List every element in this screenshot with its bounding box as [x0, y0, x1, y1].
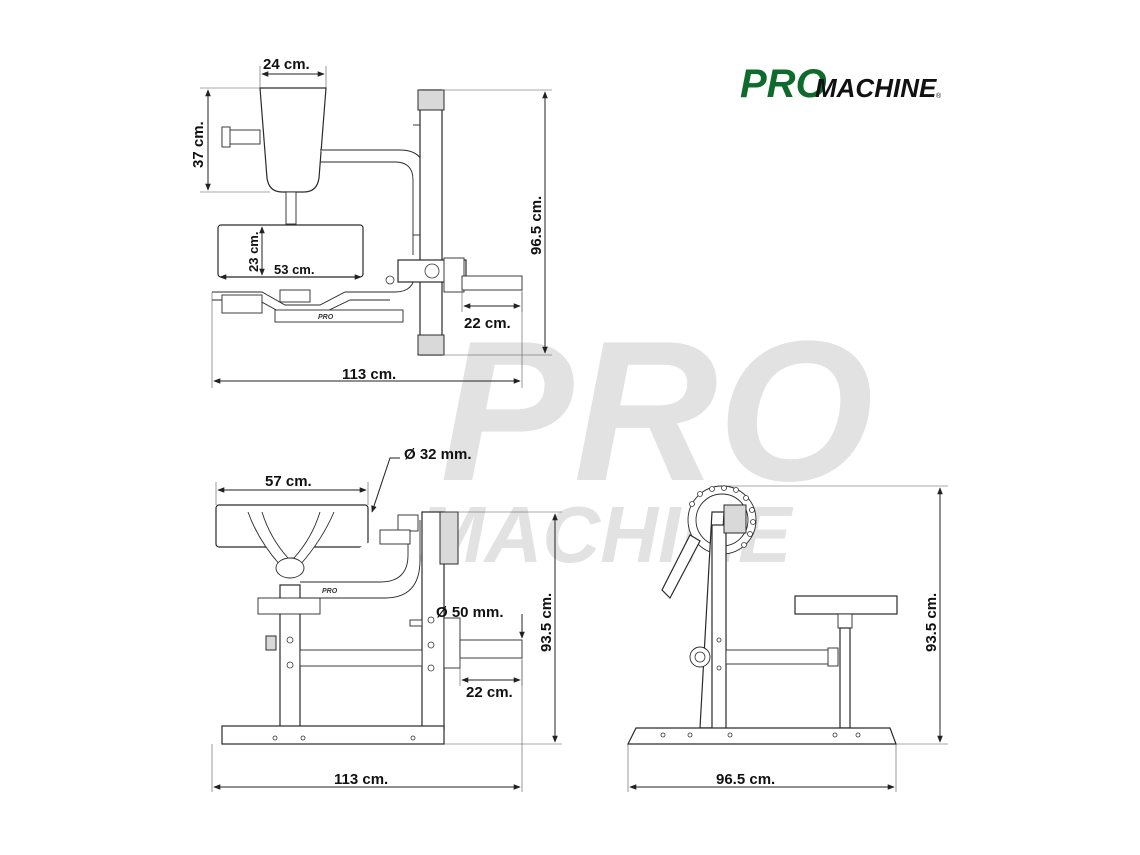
front-knob	[265, 635, 277, 651]
side-seat-collar	[837, 613, 853, 629]
label-top-seat-height: 23 cm.	[246, 232, 261, 272]
front-view: PRO	[215, 504, 523, 745]
top-hub-pin	[424, 263, 440, 279]
side-crossbar-cap	[827, 647, 839, 667]
side-arm-pad	[661, 534, 701, 600]
side-crossbar	[725, 649, 839, 665]
label-top-pad-width: 24 cm.	[263, 56, 310, 73]
label-top-seat-width: 53 cm.	[274, 262, 314, 277]
side-upright	[711, 524, 727, 731]
front-v-joint	[275, 557, 305, 579]
label-tube-diameter: Ø 32 mm.	[404, 446, 472, 463]
label-front-total-width: 113 cm.	[334, 771, 388, 788]
front-bolt	[409, 619, 423, 627]
side-view	[627, 485, 898, 745]
front-upright-plate	[439, 511, 459, 565]
top-curved-tube	[320, 149, 426, 255]
top-peg	[461, 275, 523, 291]
label-front-pad-width: 57 cm.	[265, 473, 312, 490]
front-peg-collar	[443, 617, 461, 669]
logo-pro-text: PRO	[740, 62, 827, 106]
top-upright-top-cap	[417, 89, 445, 111]
label-front-peg-length: 22 cm.	[466, 684, 513, 701]
label-top-handle-length: 22 cm.	[464, 315, 511, 332]
label-front-height: 93.5 cm.	[538, 593, 555, 652]
front-hub-bracket	[379, 529, 411, 545]
top-center-bracket	[279, 289, 311, 303]
side-upright-plate	[723, 504, 747, 534]
front-mini-logo: PRO	[322, 588, 338, 595]
top-right-upright	[419, 89, 443, 356]
front-view-dimensions: 57 cm. Ø 32 mm. Ø 50 mm. 22 cm. 93.5 cm.…	[211, 446, 562, 792]
side-view-dimensions: 93.5 cm. 96.5 cm.	[627, 485, 948, 792]
top-view: PRO	[212, 87, 523, 356]
front-crossbar	[299, 649, 423, 667]
top-pad-post	[285, 191, 297, 225]
label-top-total-height: 96.5 cm.	[528, 196, 545, 255]
watermark: PRO MACHINE	[418, 300, 873, 579]
side-base	[627, 727, 897, 745]
top-upright-bottom-cap	[417, 334, 445, 356]
top-mini-logo: PRO	[318, 314, 334, 321]
label-side-depth: 96.5 cm.	[716, 771, 775, 788]
front-peg	[459, 639, 523, 659]
side-seat-post	[839, 627, 851, 729]
front-hub-block	[397, 514, 419, 532]
front-collar	[257, 597, 321, 615]
logo-registered-mark: ®	[936, 92, 942, 100]
top-left-foot	[221, 294, 263, 314]
top-view-dimensions: 24 cm. 37 cm. 23 cm. 53 cm. 96.5 cm. 22 …	[190, 56, 552, 388]
label-top-total-width: 113 cm.	[342, 366, 396, 383]
front-base	[221, 725, 445, 745]
label-side-height: 93.5 cm.	[923, 593, 940, 652]
leader-tube-diameter	[371, 457, 400, 513]
top-knob	[385, 275, 395, 285]
side-seat	[794, 595, 898, 615]
label-peg-diameter: Ø 50 mm.	[436, 604, 504, 621]
logo-machine-text: MACHINE	[815, 73, 937, 103]
top-left-stub-cap	[221, 126, 231, 148]
top-hub-plate	[443, 257, 465, 293]
brand-logo: PRO MACHINE ®	[740, 62, 942, 106]
top-base-plate	[274, 309, 404, 323]
label-top-pad-height: 37 cm.	[190, 121, 207, 168]
top-back-pad	[259, 87, 327, 193]
